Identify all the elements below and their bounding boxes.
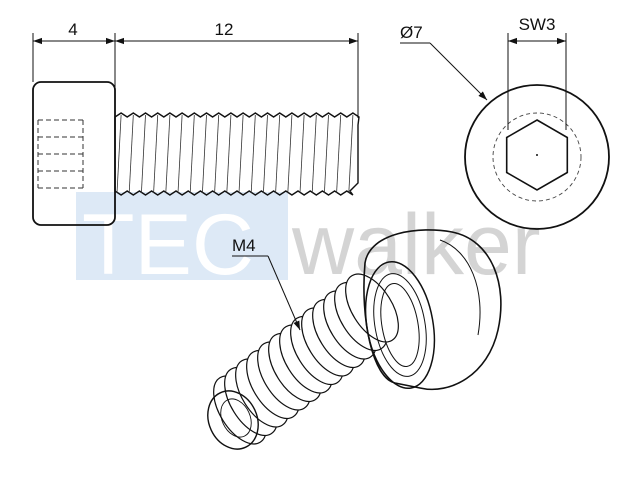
thread-line (238, 114, 244, 194)
thread-line (165, 114, 171, 194)
thread-line (263, 114, 268, 194)
dimension-shaft-length: 12 (115, 20, 359, 118)
thread-line (214, 114, 220, 194)
thread-line (153, 114, 159, 194)
socket-size-label: SW3 (519, 15, 556, 34)
thread-line (250, 114, 256, 194)
thread-line (116, 114, 122, 194)
thread-line (299, 114, 305, 194)
thread-line (226, 114, 232, 194)
thread-line (287, 114, 293, 194)
thread-line (141, 114, 146, 194)
thread-line (348, 114, 354, 194)
thread-line (336, 114, 342, 194)
dimension-head-length: 4 (32, 20, 116, 90)
isometric-view (207, 229, 502, 450)
end-view: SW3 Ø7 (400, 15, 610, 230)
thread-line (128, 114, 134, 194)
thread-label: M4 (232, 236, 256, 255)
thread-line (202, 114, 207, 194)
shaft-length-label: 12 (215, 20, 234, 39)
watermark-box (76, 192, 288, 280)
thread-ring (345, 273, 399, 343)
thread-callout: M4 (232, 236, 301, 331)
thread-line (275, 114, 281, 194)
side-view-shaft (114, 112, 360, 196)
thread-line (189, 114, 195, 194)
thread-line (177, 114, 183, 194)
head-diameter-label: Ø7 (400, 23, 423, 42)
watermark-tec: TEC (82, 197, 254, 293)
head-length-label: 4 (68, 20, 77, 39)
thread-line (324, 114, 329, 194)
watermark: TEC walker (76, 192, 541, 293)
thread-line (311, 114, 317, 194)
watermark-walker: walker (291, 197, 541, 293)
